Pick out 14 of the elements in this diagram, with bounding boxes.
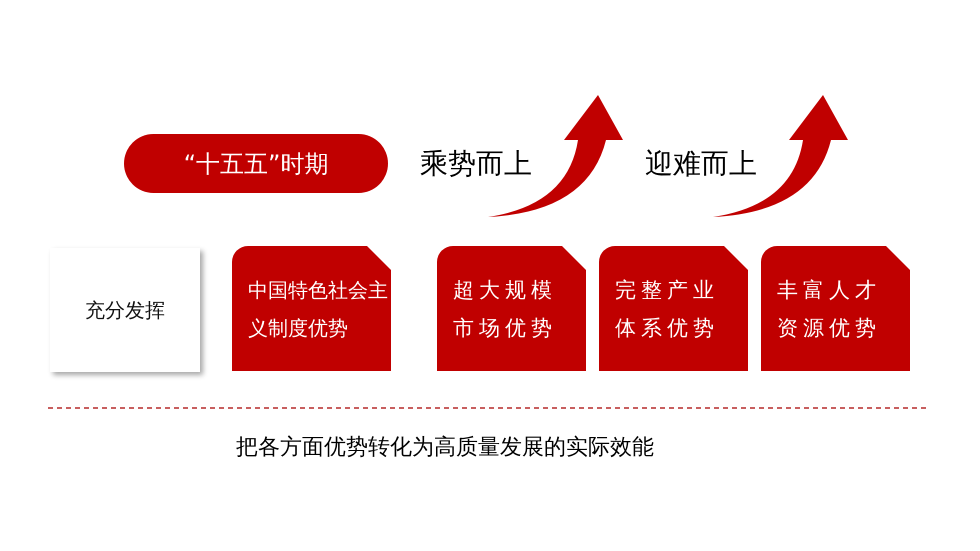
advantage-card bbox=[761, 246, 910, 371]
text-box bbox=[50, 248, 200, 372]
summary-text: 把各方面优势转化为高质量发展的实际效能 bbox=[236, 434, 654, 462]
node-text: 充分发挥 bbox=[85, 296, 165, 324]
node-text: 完整产业体系优势 bbox=[615, 276, 720, 342]
advantage-card bbox=[232, 246, 391, 371]
advantage-card bbox=[599, 246, 748, 371]
node-text: “十五五”时期 bbox=[184, 148, 328, 180]
node-text: 超大规模市场优势 bbox=[453, 276, 558, 342]
node-text: 中国特色社会主义制度优势 bbox=[248, 276, 388, 342]
node-text: 丰富人才资源优势 bbox=[777, 276, 882, 342]
slogan-text: 乘势而上 bbox=[420, 146, 532, 182]
slogan-text: 迎难而上 bbox=[645, 146, 757, 182]
advantage-card bbox=[437, 246, 586, 371]
